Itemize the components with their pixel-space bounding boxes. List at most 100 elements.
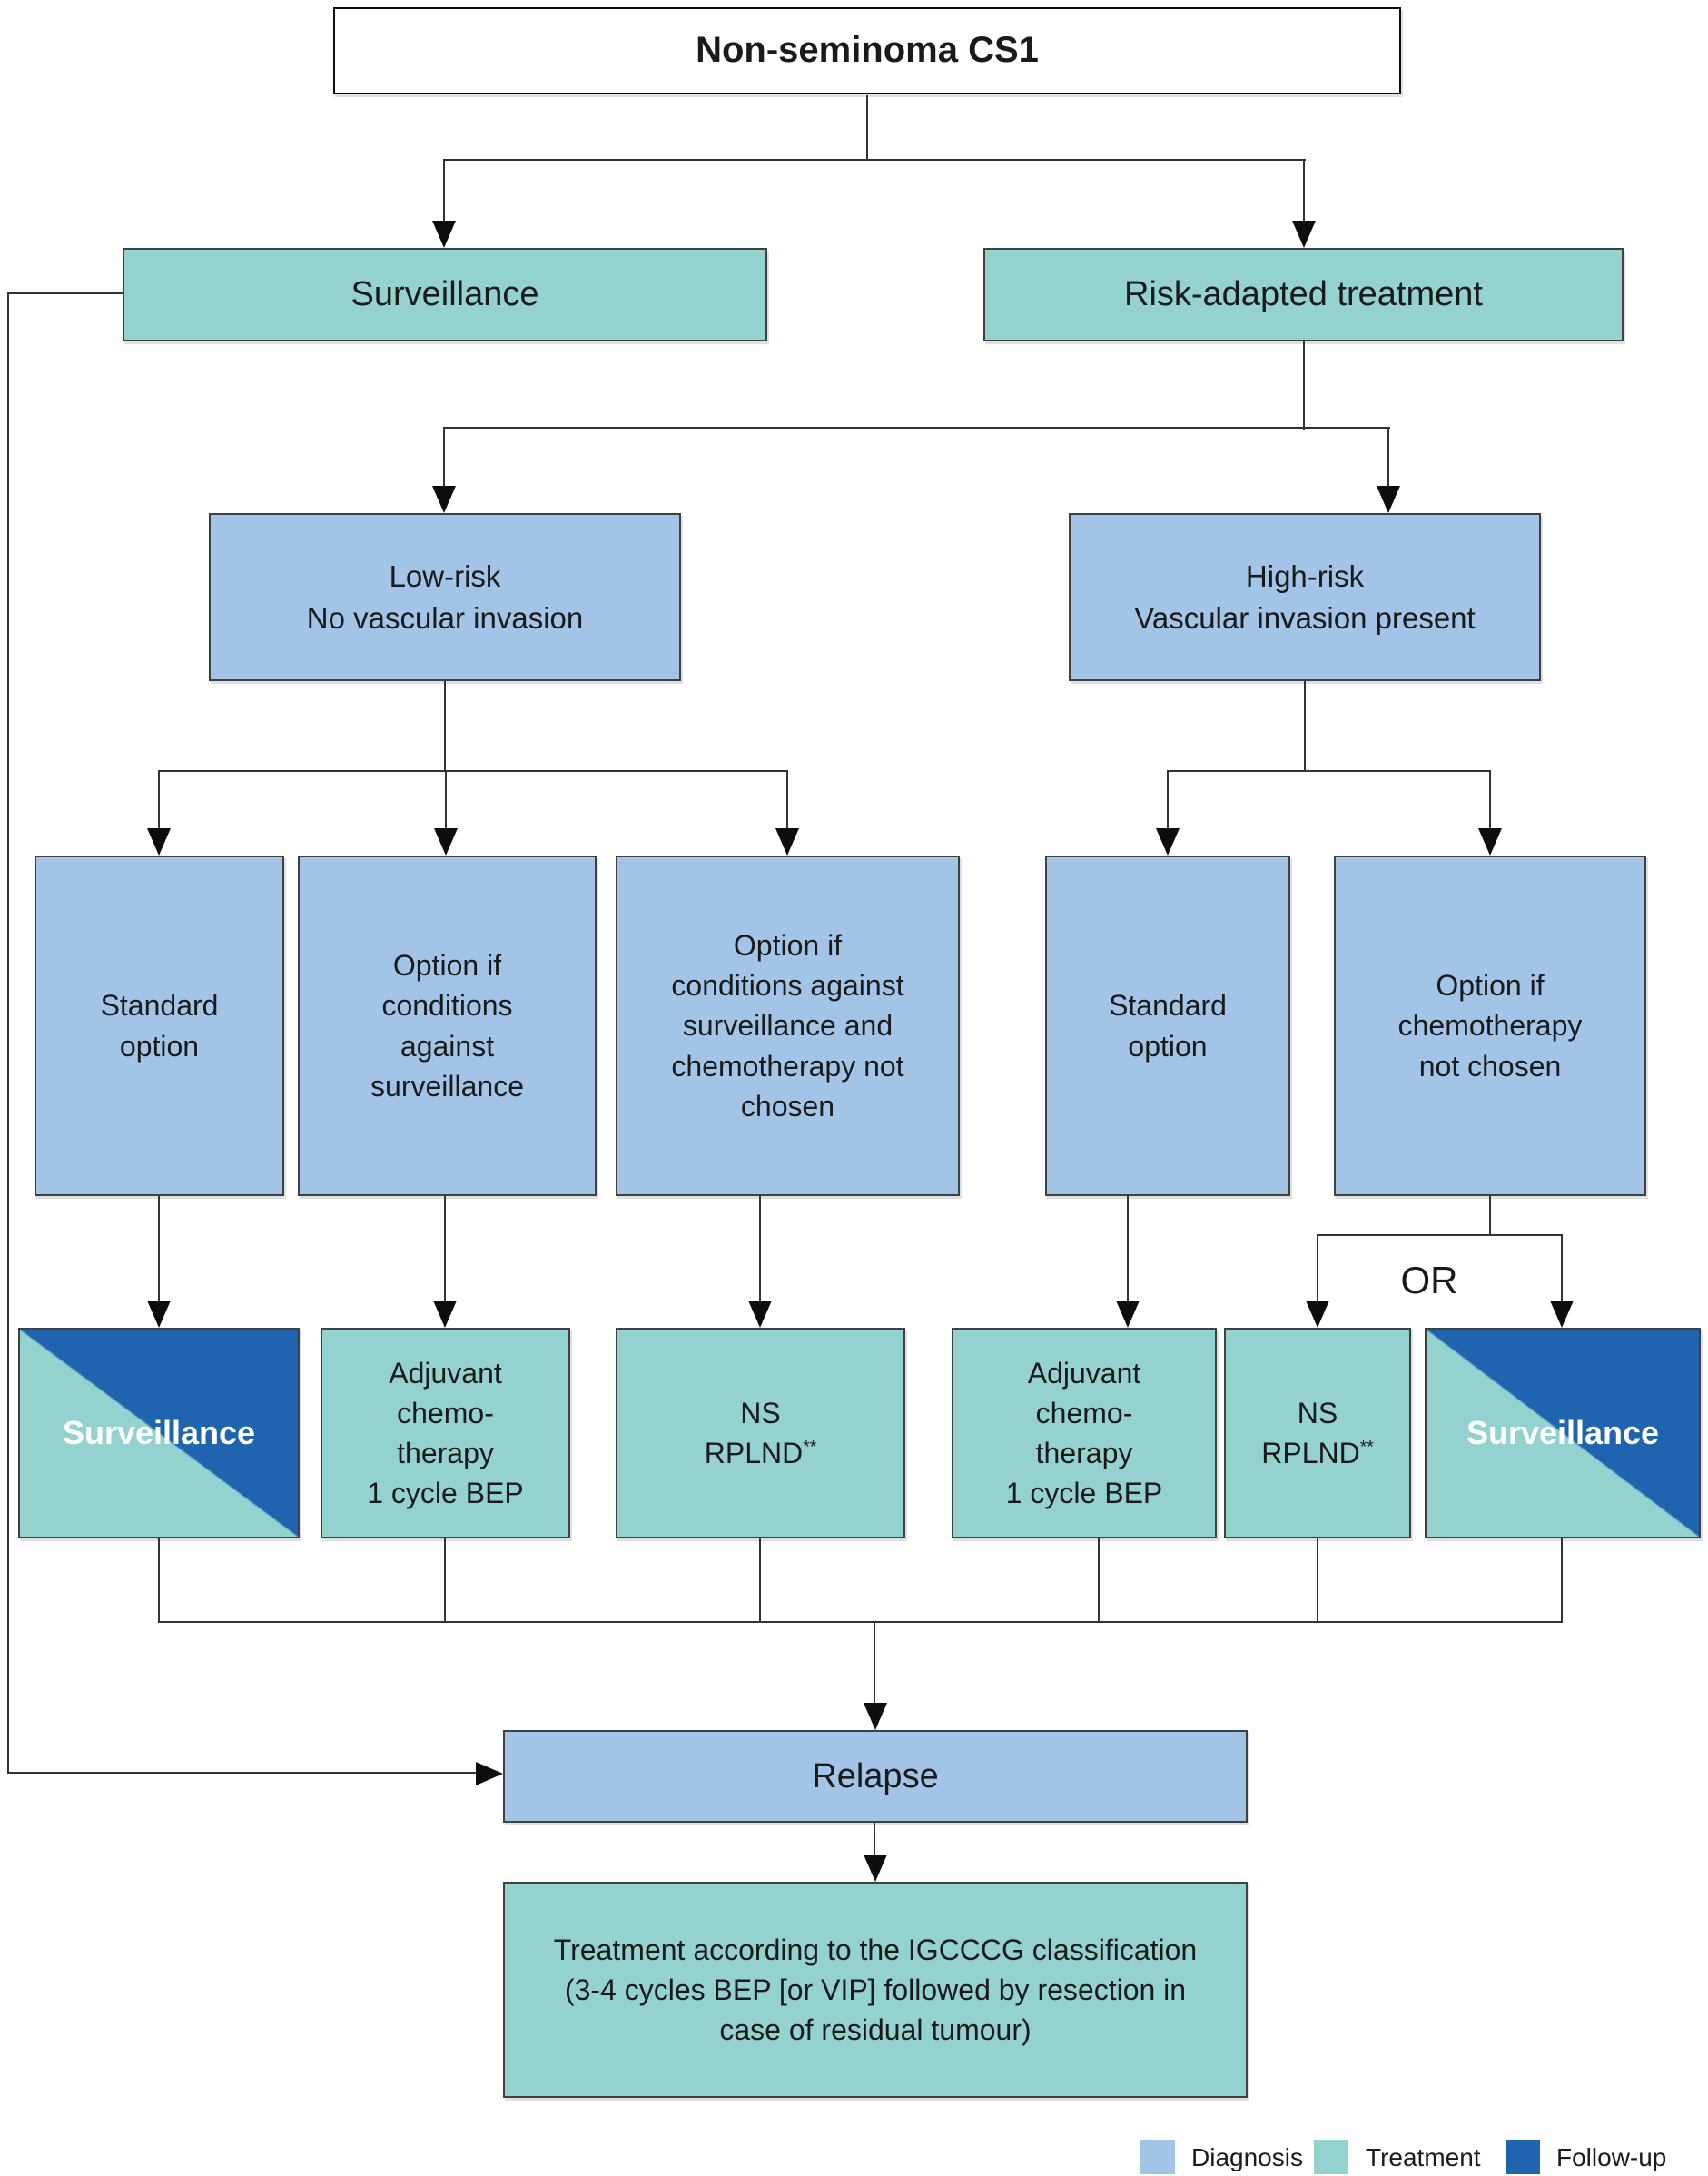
node-risk-adapted-treatment: Risk-adapted treatment — [983, 248, 1624, 341]
connector — [866, 95, 868, 161]
connector — [443, 427, 1390, 429]
arrowhead-down-icon — [1116, 1301, 1140, 1328]
node-label: Option if chemotherapy not chosen — [1397, 969, 1583, 1083]
connector — [158, 770, 160, 830]
connector — [444, 1538, 446, 1623]
node-label: Adjuvant chemo- therapy 1 cycle BEP — [1005, 1356, 1163, 1510]
node-relapse: Relapse — [503, 1730, 1248, 1823]
node-label: Standard option — [100, 989, 219, 1063]
connector — [443, 159, 1306, 161]
node-non-seminoma-cs1: Non-seminoma CS1 — [333, 7, 1401, 94]
connector — [158, 1538, 160, 1623]
node-surveillance: Surveillance — [123, 248, 767, 341]
arrowhead-down-icon — [432, 221, 456, 248]
node-label: Option if conditions against surveillanc… — [671, 929, 904, 1123]
node-label: Standard option — [1109, 989, 1227, 1063]
node-surveillance-result-low: Surveillance — [18, 1328, 300, 1538]
node-label: Surveillance — [350, 275, 539, 314]
node-label: Surveillance — [1466, 1414, 1660, 1452]
legend-diagnosis-label: Diagnosis — [1191, 2143, 1303, 2171]
connector — [874, 1823, 875, 1856]
node-surveillance-result-high: Surveillance — [1425, 1328, 1701, 1538]
node-igcccg-treatment: Treatment according to the IGCCCG classi… — [503, 1882, 1248, 2098]
connector — [7, 292, 123, 294]
connector — [786, 770, 788, 830]
node-standard-option-high: Standard option — [1045, 856, 1290, 1196]
connector — [1561, 1234, 1563, 1302]
legend-follow-up-label: Follow-up — [1556, 2143, 1667, 2171]
arrowhead-down-icon — [1478, 828, 1502, 856]
node-label: Risk-adapted treatment — [1124, 275, 1483, 314]
node-option-conditions-against-surveillance: Option if conditions against surveillanc… — [298, 856, 597, 1196]
connector — [158, 1196, 160, 1302]
connector — [874, 1621, 875, 1705]
node-label: Adjuvant chemo- therapy 1 cycle BEP — [367, 1356, 524, 1510]
connector — [444, 1196, 446, 1302]
node-ns-rplnd-low: NS RPLND** — [616, 1328, 905, 1538]
connector — [1303, 341, 1305, 430]
node-label: Relapse — [812, 1756, 939, 1795]
arrowhead-down-icon — [432, 486, 456, 513]
connector — [1317, 1234, 1318, 1302]
connector — [1387, 427, 1389, 488]
connector — [759, 1196, 761, 1302]
node-label: Low-risk No vascular invasion — [306, 559, 584, 635]
connector — [1317, 1234, 1563, 1236]
arrowhead-down-icon — [1156, 828, 1180, 856]
connector — [7, 1772, 478, 1774]
connector — [1167, 770, 1169, 830]
node-label: Non-seminoma CS1 — [696, 30, 1039, 71]
footnote-marker: ** — [1359, 1438, 1374, 1458]
arrowhead-down-icon — [1306, 1301, 1329, 1328]
node-option-chemotherapy-not-chosen: Option if chemotherapy not chosen — [1334, 856, 1646, 1196]
legend-diagnosis-swatch — [1140, 2140, 1175, 2174]
connector — [1317, 1538, 1318, 1623]
node-label: NS RPLND** — [704, 1396, 817, 1469]
node-option-conditions-surveillance-chemo-not-chosen: Option if conditions against surveillanc… — [616, 856, 960, 1196]
connector — [1127, 1196, 1129, 1302]
arrowhead-down-icon — [864, 1703, 887, 1730]
arrowhead-down-icon — [1550, 1301, 1574, 1328]
arrowhead-right-icon — [476, 1762, 503, 1785]
connector — [444, 681, 446, 772]
arrowhead-down-icon — [775, 828, 799, 856]
node-low-risk: Low-risk No vascular invasion — [209, 513, 681, 681]
legend-treatment-label: Treatment — [1366, 2143, 1481, 2171]
node-ns-rplnd-high: NS RPLND** — [1224, 1328, 1411, 1538]
connector — [1489, 1196, 1491, 1236]
connector — [158, 1621, 1563, 1623]
connector — [759, 1538, 761, 1623]
arrowhead-down-icon — [147, 1301, 171, 1328]
arrowhead-down-icon — [864, 1855, 887, 1882]
arrowhead-down-icon — [434, 828, 458, 856]
node-label: Surveillance — [62, 1414, 256, 1452]
connector — [443, 427, 445, 488]
connector — [1167, 770, 1491, 772]
legend-follow-up-swatch — [1506, 2140, 1540, 2174]
arrowhead-down-icon — [748, 1301, 772, 1328]
node-high-risk: High-risk Vascular invasion present — [1069, 513, 1541, 681]
connector — [1561, 1538, 1563, 1623]
node-label: High-risk Vascular invasion present — [1134, 559, 1476, 635]
connector — [1303, 159, 1305, 223]
connector — [445, 770, 447, 830]
arrowhead-down-icon — [1292, 221, 1316, 248]
node-label: Treatment according to the IGCCCG classi… — [553, 1933, 1198, 2047]
node-adjuvant-chemotherapy-high: Adjuvant chemo- therapy 1 cycle BEP — [952, 1328, 1217, 1538]
or-connector-label: OR — [1400, 1259, 1458, 1301]
connector — [1098, 1538, 1100, 1623]
node-adjuvant-chemotherapy-low: Adjuvant chemo- therapy 1 cycle BEP — [321, 1328, 570, 1538]
arrowhead-down-icon — [433, 1301, 457, 1328]
legend-treatment-swatch — [1314, 2140, 1348, 2174]
connector — [158, 770, 788, 772]
arrowhead-down-icon — [147, 828, 171, 856]
node-label: NS RPLND** — [1261, 1396, 1374, 1469]
node-standard-option-low: Standard option — [35, 856, 284, 1196]
arrowhead-down-icon — [1377, 486, 1400, 513]
connector — [443, 159, 445, 223]
footnote-marker: ** — [803, 1438, 817, 1458]
connector — [1489, 770, 1491, 830]
connector — [7, 292, 9, 1774]
connector — [1304, 681, 1306, 772]
